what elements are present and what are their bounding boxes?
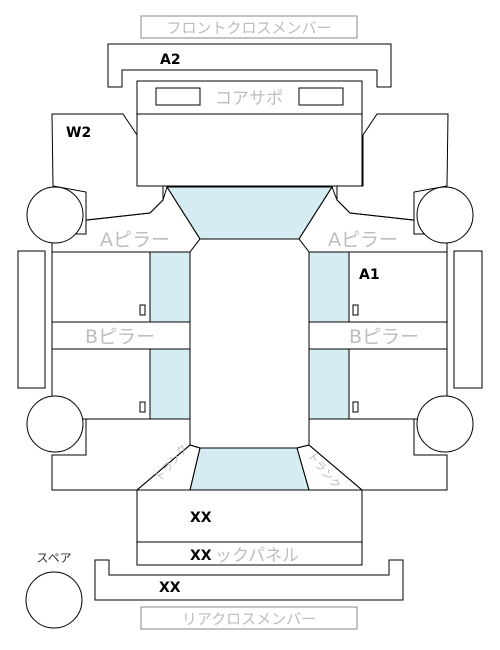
- back-panel[interactable]: [136, 541, 363, 566]
- left-rear-door-handle[interactable]: [139, 401, 146, 413]
- right-front-door-handle[interactable]: [352, 304, 359, 316]
- right-rear-door-handle[interactable]: [352, 401, 359, 413]
- windshield[interactable]: [166, 186, 333, 240]
- left-rear-quarter[interactable]: [51, 418, 191, 491]
- mark-xx-back-panel: XX: [190, 548, 212, 564]
- rear-cross-member-label: リアクロスメンバー: [182, 610, 316, 628]
- mark-xx-trunk: XX: [190, 510, 212, 526]
- rear-window[interactable]: [189, 447, 310, 491]
- mark-xx-rear-member: XX: [159, 580, 181, 596]
- spare-tire[interactable]: [25, 571, 83, 629]
- b-pillar-right-label: Bピラー: [349, 326, 419, 348]
- mark-w2: W2: [66, 125, 91, 141]
- core-support-left-slot[interactable]: [155, 87, 201, 106]
- core-support-label: コアサポ: [215, 89, 283, 109]
- front-cross-member-box[interactable]: [140, 15, 358, 39]
- front-bumper-bracket[interactable]: [107, 43, 392, 88]
- mark-a1: A1: [359, 267, 380, 283]
- rear-left-wheel[interactable]: [26, 395, 84, 453]
- left-front-door-handle[interactable]: [139, 304, 146, 316]
- back-panel-label: ックパネル: [215, 546, 299, 566]
- a-pillar-right-label: Aピラー: [328, 229, 398, 251]
- front-left-wheel[interactable]: [26, 186, 84, 244]
- right-side-sill[interactable]: [453, 250, 483, 389]
- core-support-right-slot[interactable]: [298, 87, 344, 106]
- rear-bumper-bracket[interactable]: [94, 559, 404, 601]
- right-front-door-glass[interactable]: [308, 251, 350, 323]
- front-cross-member-label: フロントクロスメンバー: [166, 19, 331, 37]
- rear-cross-member-box[interactable]: [140, 606, 358, 630]
- a-pillar-left-label: Aピラー: [100, 229, 170, 251]
- left-rear-door-glass[interactable]: [149, 348, 191, 420]
- left-side-sill[interactable]: [17, 250, 46, 389]
- right-rear-quarter[interactable]: [308, 418, 448, 491]
- trunk-left-label: トランク: [152, 442, 190, 484]
- spare-label: スペア: [36, 551, 71, 565]
- rear-right-wheel[interactable]: [416, 395, 474, 453]
- b-pillar-left-label: Bピラー: [85, 326, 155, 348]
- trunk-right-label: トランク: [305, 450, 343, 492]
- front-right-wheel[interactable]: [416, 186, 474, 244]
- roof-panel[interactable]: [189, 238, 310, 449]
- trunk-lid[interactable]: [136, 489, 363, 543]
- hood-panel[interactable]: [136, 113, 363, 187]
- core-support-panel[interactable]: [136, 80, 363, 115]
- right-rear-door-glass[interactable]: [308, 348, 350, 420]
- mark-a2: A2: [160, 52, 181, 68]
- left-front-door-glass[interactable]: [149, 251, 191, 323]
